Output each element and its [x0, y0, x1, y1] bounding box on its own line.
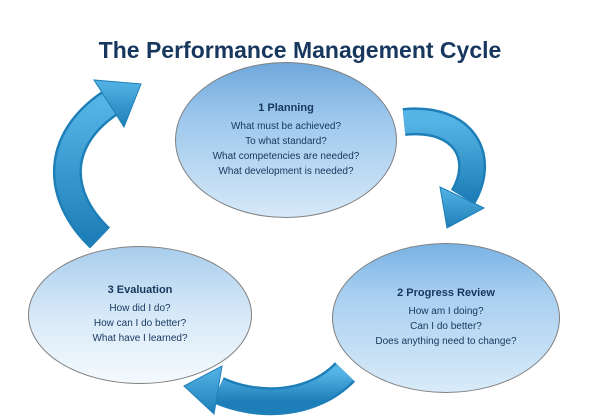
question-line: What have I learned?	[92, 333, 188, 344]
page-title: The Performance Management Cycle	[98, 37, 502, 64]
curved-arrow-evaluation-to-planning-icon	[53, 79, 142, 249]
question-line: Can I do better?	[410, 321, 482, 332]
node-planning-heading: 1 Planning	[258, 101, 314, 114]
question-line: What must be achieved?	[230, 120, 342, 132]
node-planning: 1 Planning What must be achieved? To wha…	[175, 62, 397, 218]
question-line: How am I doing?	[408, 306, 484, 317]
node-evaluation-heading: 3 Evaluation	[107, 284, 173, 296]
node-progress-review-heading: 2 Progress Review	[397, 287, 495, 299]
node-progress-review: 2 Progress Review How am I doing? Can I …	[332, 243, 560, 393]
curved-arrow-review-to-evaluation-icon	[183, 361, 356, 416]
question-line: Does anything need to change?	[375, 336, 517, 347]
curved-arrow-planning-to-review-icon	[402, 107, 486, 229]
node-evaluation: 3 Evaluation How did I do? How can I do …	[28, 246, 252, 384]
question-line: How can I do better?	[93, 318, 187, 329]
question-line: What development is needed?	[218, 165, 354, 177]
question-line: What competencies are needed?	[212, 150, 360, 162]
question-line: How did I do?	[109, 303, 171, 314]
question-line: To what standard?	[245, 135, 327, 147]
